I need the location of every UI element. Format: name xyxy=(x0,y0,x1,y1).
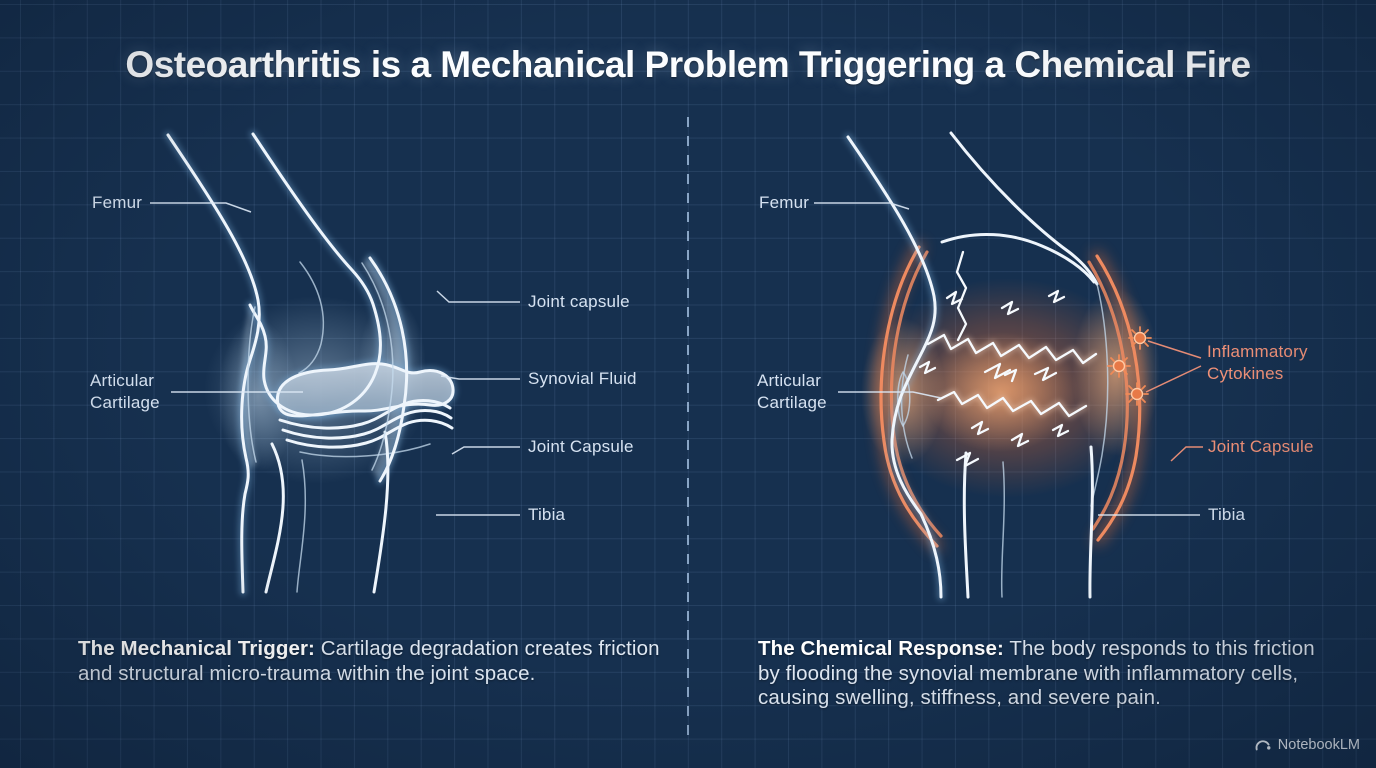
label-femur-left: Femur xyxy=(92,193,143,212)
mechanical-trigger-caption: The Mechanical Trigger: Cartilage degrad… xyxy=(78,637,660,686)
caption-lead-left: The Mechanical Trigger: xyxy=(78,637,315,660)
caption-body-right: The body responds to this friction by fl… xyxy=(758,637,1315,709)
watermark: NotebookLM xyxy=(1254,736,1360,754)
cytokine-icon xyxy=(1125,382,1149,406)
caption-lead-right: The Chemical Response: xyxy=(758,637,1004,660)
label-articular-cartilage-right: Articular Cartilage xyxy=(757,371,827,412)
left-panel-leader-lines xyxy=(150,202,520,516)
label-articular-cartilage-left: Articular Cartilage xyxy=(90,371,160,412)
cytokine-leader-line-2 xyxy=(1145,365,1202,393)
label-femur-right: Femur xyxy=(759,193,810,212)
caption-body-left: Cartilage degradation creates friction a… xyxy=(78,637,660,685)
chemical-response-caption: The Chemical Response: The body responds… xyxy=(758,637,1318,711)
cytokine-icon xyxy=(1107,354,1131,378)
label-tibia-left: Tibia xyxy=(528,505,566,524)
cytokine-icon xyxy=(1128,326,1152,350)
synovial-fluid-leader-line xyxy=(440,375,520,380)
label-joint-capsule-upper: Joint capsule xyxy=(528,292,630,311)
femur-leader-line xyxy=(814,202,910,210)
inflamed-femur-shaft-outline xyxy=(949,131,1099,286)
label-joint-capsule-lower: Joint Capsule xyxy=(528,437,634,456)
healthy-knee-drawing xyxy=(168,134,453,592)
label-tibia-right: Tibia xyxy=(1208,505,1246,524)
articular-cartilage-leader-line xyxy=(838,391,942,399)
joint-capsule-leader-line xyxy=(1170,446,1203,462)
joint-capsule-upper-leader-line xyxy=(436,290,520,303)
label-synovial-fluid: Synovial Fluid xyxy=(528,369,637,388)
label-joint-capsule-right: Joint Capsule xyxy=(1208,437,1314,456)
joint-capsule-lower-leader-line xyxy=(451,446,520,455)
notebooklm-logo-icon xyxy=(1255,740,1271,751)
right-panel-leader-lines xyxy=(814,202,1203,516)
inflamed-knee-drawing xyxy=(848,131,1160,597)
micro-trauma-cracks xyxy=(918,289,1070,468)
cytokine-leader-line-1 xyxy=(1147,340,1202,359)
femur-leader-line xyxy=(150,202,252,213)
page-title: Osteoarthritis is a Mechanical Problem T… xyxy=(125,44,1251,85)
label-inflammatory-cytokines: Inflammatory Cytokines xyxy=(1207,342,1308,383)
inflamed-condyle-top-outline xyxy=(940,232,1096,284)
watermark-text: NotebookLM xyxy=(1277,737,1360,753)
